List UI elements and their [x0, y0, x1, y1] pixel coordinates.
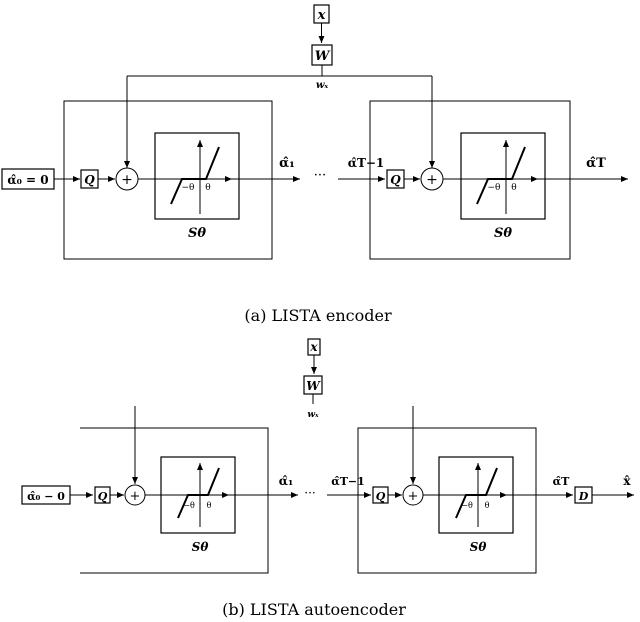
b-wx-label: wₓ — [307, 410, 319, 420]
b-s2-theta: θ — [485, 501, 490, 510]
x-hat-label: x̂ — [623, 474, 631, 488]
shrinkage-box-1 — [154, 132, 240, 220]
s1-theta: θ — [205, 183, 210, 193]
b-s2-neg-theta: −θ — [461, 501, 473, 510]
layer-1-block — [63, 100, 273, 260]
s2-neg-theta: −θ — [488, 183, 501, 193]
b-alpha-1-label: α̂₁ — [279, 474, 294, 488]
panel-b-autoencoder: x W wₓ α̂₀ − 0 Q + −θ θ Sθ — [21, 338, 634, 619]
s1-neg-theta: −θ — [182, 183, 195, 193]
input-x-label: x — [317, 8, 326, 23]
wx-label: wₓ — [316, 80, 329, 91]
b-weight-w-label: W — [306, 379, 321, 393]
s2-theta: θ — [511, 183, 516, 193]
b-alpha-T-minus-1-label: α̂T−1 — [331, 475, 365, 488]
q-label-1: Q — [84, 173, 95, 187]
s-theta-label-2: Sθ — [494, 226, 512, 241]
b-layer-T-block — [357, 427, 537, 574]
s-theta-label-1: Sθ — [188, 226, 206, 241]
q-label-2: Q — [390, 173, 401, 187]
b-sum-plus-2: + — [408, 489, 419, 504]
weight-w-label: W — [315, 49, 331, 64]
init-alpha-label: α̂₀ = 0 — [7, 173, 48, 187]
sum-plus-1: + — [121, 172, 133, 188]
b-s-theta-label-2: Sθ — [470, 540, 487, 554]
b-ellipsis: ··· — [304, 486, 315, 500]
alpha-T-label: α̂T — [586, 156, 606, 171]
b-s1-soft-threshold-curve — [177, 467, 220, 519]
caption-b: (b) LISTA autoencoder — [222, 600, 406, 619]
b-s1-neg-theta: −θ — [183, 501, 195, 510]
shrinkage-box-2 — [460, 132, 546, 220]
b-s2-soft-threshold-curve — [455, 467, 498, 519]
b-sum-plus-1: + — [130, 489, 141, 504]
b-input-x-label: x — [309, 340, 318, 354]
b-s1-theta: θ — [207, 501, 212, 510]
decoder-d-label: D — [578, 490, 589, 503]
b-init-alpha-label: α̂₀ − 0 — [27, 490, 65, 503]
alpha-1-label: α̂₁ — [279, 156, 295, 171]
panel-a-encoder: x W wₓ α̂₀ = 0 Q + −θ θ Sθ — [1, 4, 628, 325]
s2-soft-threshold-curve — [476, 146, 526, 205]
b-alpha-T-label: α̂T — [553, 475, 570, 488]
b-s-theta-label-1: Sθ — [192, 540, 209, 554]
b-q-label-1: Q — [98, 490, 108, 503]
s1-soft-threshold-curve — [170, 146, 220, 205]
b-q-label-2: Q — [376, 490, 386, 503]
alpha-T-minus-1-label: α̂T−1 — [348, 156, 385, 170]
sum-plus-2: + — [426, 172, 438, 188]
caption-a: (a) LISTA encoder — [244, 306, 392, 325]
layer-T-block — [369, 100, 571, 260]
b-layer-1-block — [80, 427, 269, 574]
ellipsis-a: ··· — [314, 168, 326, 183]
